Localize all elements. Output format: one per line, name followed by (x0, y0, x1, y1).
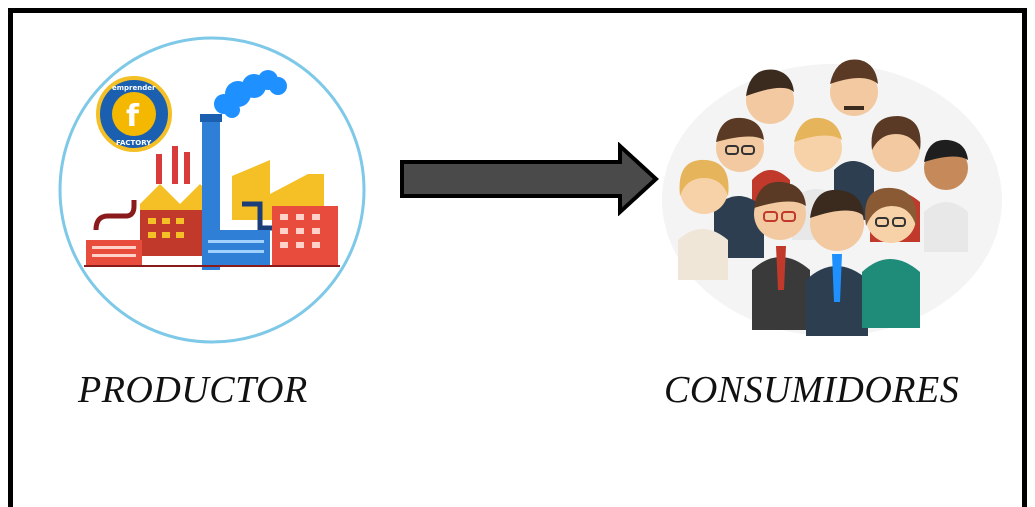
people-group-icon (662, 59, 1002, 336)
right-arrow-icon (400, 142, 659, 216)
consumers-label: CONSUMIDORES (664, 369, 960, 411)
diagram-frame (8, 8, 1027, 507)
person-mid-5 (678, 159, 729, 280)
svg-text:f: f (126, 99, 140, 134)
person-front-3 (862, 187, 920, 328)
person-front-2 (806, 189, 868, 336)
svg-text:FACTORY: FACTORY (116, 139, 152, 147)
factory-icon: f emprender FACTORY (58, 36, 366, 344)
producer-label: PRODUCTOR (78, 369, 308, 411)
person-mid-4 (924, 139, 968, 252)
factory-logo-badge: f emprender FACTORY (96, 76, 172, 152)
person-front-1 (752, 181, 810, 330)
svg-text:emprender: emprender (112, 84, 156, 92)
